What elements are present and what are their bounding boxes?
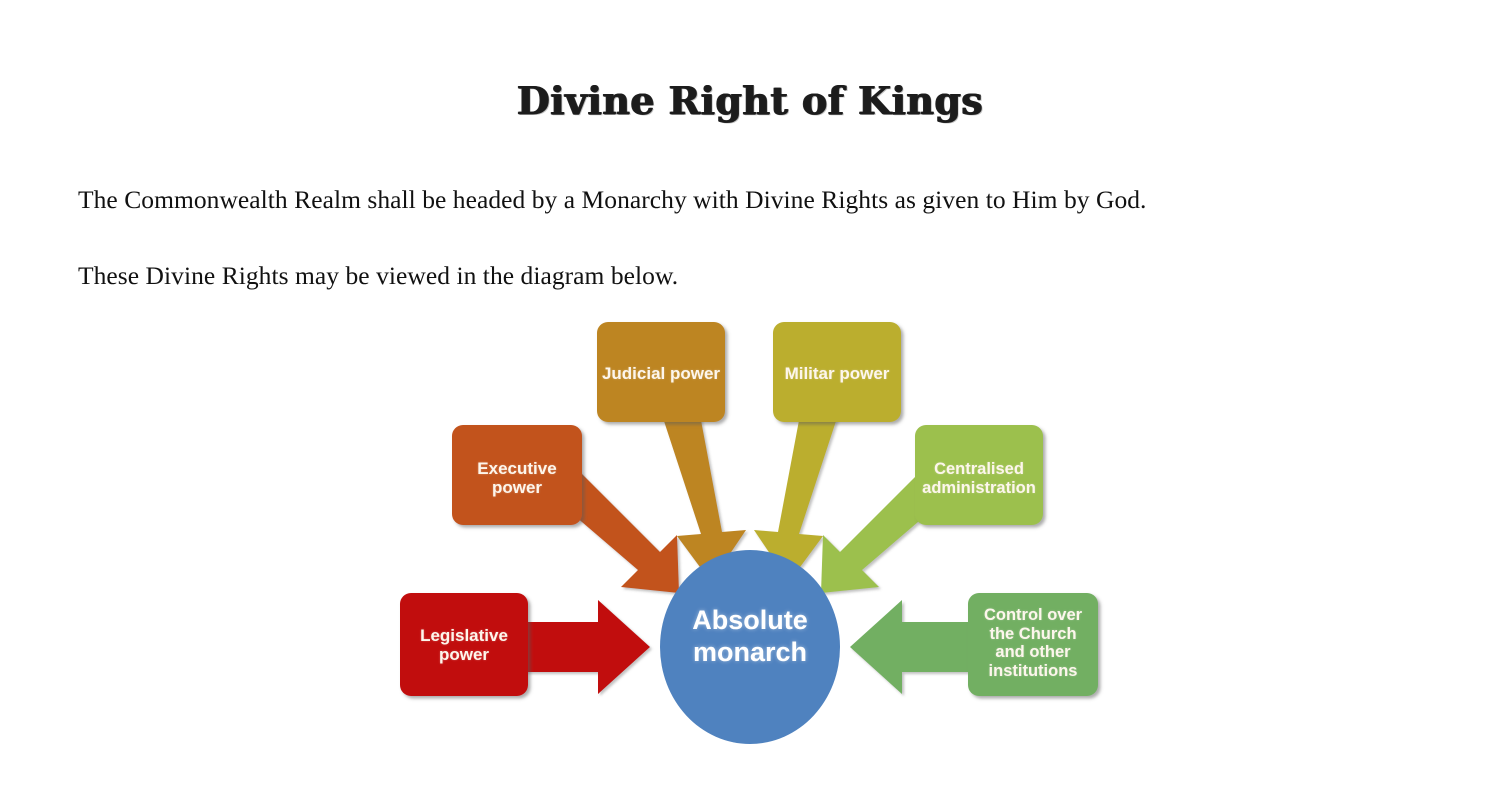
node-box-control-over-church bbox=[968, 593, 1098, 696]
node-box-centralised-administration bbox=[915, 425, 1043, 525]
arrow-control-church-to-center bbox=[850, 600, 984, 694]
body-paragraph-2: These Divine Rights may be viewed in the… bbox=[78, 261, 679, 290]
node-box-judicial-power bbox=[597, 322, 725, 422]
node-box-executive-power bbox=[452, 425, 582, 525]
arrow-legislative-to-center bbox=[516, 600, 650, 694]
arrow-executive-to-center bbox=[554, 470, 679, 593]
center-node-absolute-monarch bbox=[660, 550, 840, 744]
node-box-legislative-power bbox=[400, 593, 528, 696]
divine-rights-diagram: Judicial power Militar power Executive p… bbox=[0, 300, 1500, 770]
arrow-militar-to-center bbox=[754, 415, 837, 582]
page-title: Divine Right of Kings bbox=[516, 78, 984, 123]
diagram-canvas bbox=[400, 322, 1098, 744]
arrow-centralised-to-center bbox=[821, 470, 946, 593]
body-paragraph-1: The Commonwealth Realm shall be headed b… bbox=[78, 185, 1147, 214]
arrow-judicial-to-center bbox=[663, 415, 746, 582]
node-box-militar-power bbox=[773, 322, 901, 422]
